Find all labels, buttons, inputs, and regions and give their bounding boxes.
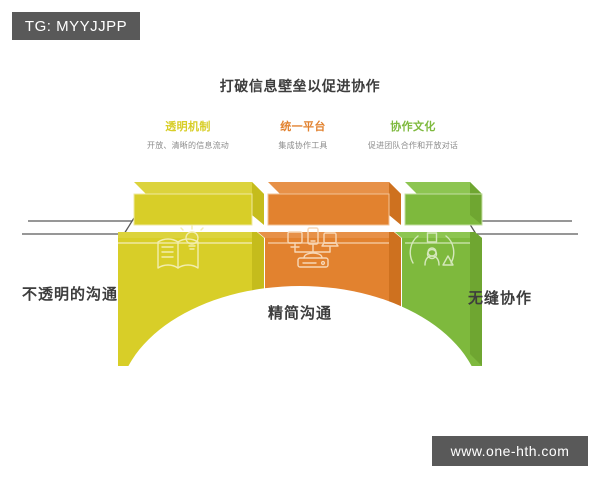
label-opaque-communication: 不透明的沟通 xyxy=(21,286,118,303)
lower-block-yellow xyxy=(118,238,264,366)
bridge-lower-deck xyxy=(106,228,482,366)
open-book-lightbulb-icon xyxy=(157,225,204,269)
upper-block-green xyxy=(404,182,483,226)
website-watermark-badge: www.one-hth.com xyxy=(432,436,588,466)
connected-devices-icon xyxy=(287,227,339,268)
upper-block-yellow xyxy=(133,182,264,226)
column-header-transparency: 透明机制 开放、清晰的信息流动 xyxy=(130,120,246,151)
column-title: 协作文化 xyxy=(390,121,436,133)
label-seamless-collaboration: 无缝协作 xyxy=(468,290,533,307)
lower-block-green xyxy=(402,238,482,366)
column-header-culture: 协作文化 促进团队合作和开放对话 xyxy=(355,120,471,151)
page-title: 打破信息壁垒以促进协作 xyxy=(219,78,381,94)
team-collaboration-icon xyxy=(409,232,455,266)
bridge-diagram xyxy=(22,182,578,366)
column-header-platform: 统一平台 集成协作工具 xyxy=(245,120,361,151)
telegram-watermark-badge: TG: MYYJJPP xyxy=(12,12,140,40)
column-subtitle: 促进团队合作和开放对话 xyxy=(367,141,459,150)
column-title: 透明机制 xyxy=(165,121,211,133)
label-streamlined-communication: 精简沟通 xyxy=(267,305,332,322)
column-title: 统一平台 xyxy=(280,121,326,133)
lower-block-orange xyxy=(265,238,401,366)
column-subtitle: 开放、清晰的信息流动 xyxy=(147,141,229,150)
upper-block-orange xyxy=(267,182,401,226)
column-subtitle: 集成协作工具 xyxy=(278,141,328,150)
